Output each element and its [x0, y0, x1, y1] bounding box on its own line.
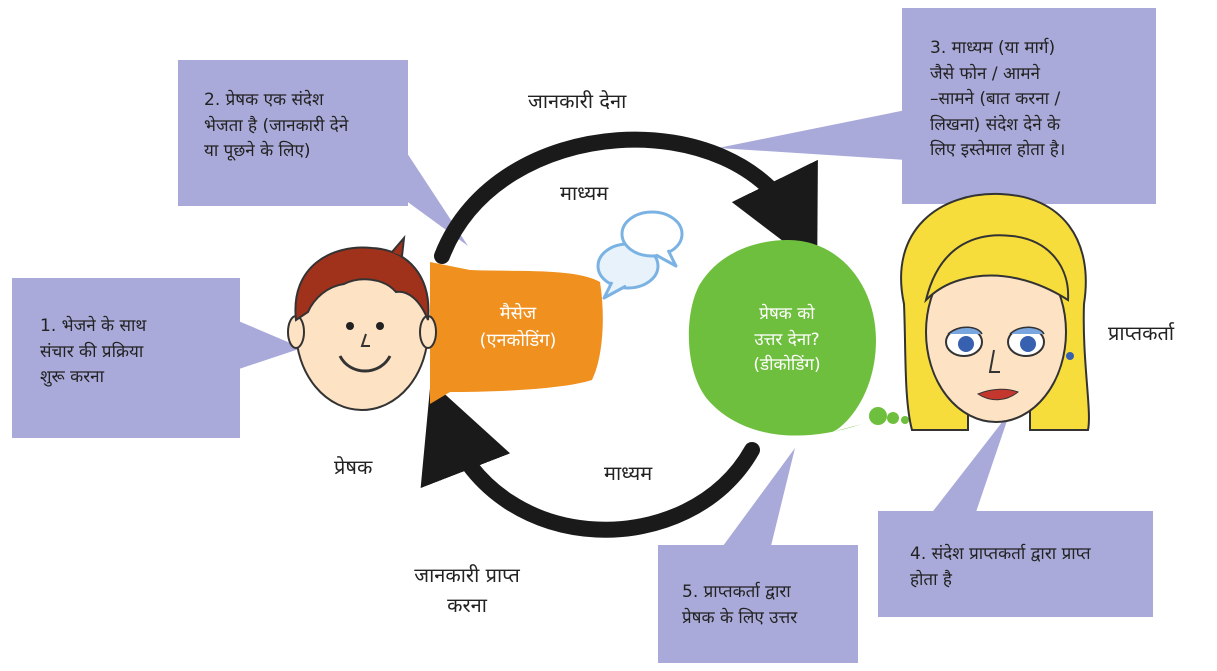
callout-step1-line: 1. भेजने के साथ	[40, 316, 147, 336]
receiver-label: प्राप्तकर्ता	[1108, 321, 1175, 345]
callout-step2-text: 2. प्रेषक एक संदेश भेजता है (जानकारी देन…	[204, 88, 348, 165]
give-info-label: जानकारी देना	[528, 89, 627, 113]
receive-info-line: जानकारी प्राप्त	[414, 563, 520, 587]
callout-step3-line: 3. माध्यम (या मार्ग)	[930, 38, 1056, 58]
receive-info-arrow	[420, 381, 760, 538]
encoding-bubble	[430, 262, 603, 404]
callout-step1-text: 1. भेजने के साथ संचार की प्रक्रिया शुरू …	[40, 314, 146, 391]
sender-label: प्रेषक	[334, 455, 373, 479]
callout-step5	[658, 448, 858, 663]
decoding-bubble-text: प्रेषक को उत्तर देना? (डीकोडिंग)	[712, 302, 862, 379]
receive-info-line: करना	[447, 593, 487, 617]
callout-step4-text: 4. संदेश प्राप्तकर्ता द्वारा प्राप्त होत…	[910, 542, 1091, 593]
callout-step3-line: जैसे फोन / आमने	[930, 63, 1040, 84]
callout-step3	[718, 8, 1156, 204]
give-info-arrow	[434, 131, 818, 268]
encoding-bubble-text: मैसेज (एनकोडिंग)	[448, 300, 588, 354]
callout-step4-line: 4. संदेश प्राप्तकर्ता द्वारा प्राप्त	[910, 544, 1091, 564]
boy-face-icon	[287, 234, 437, 411]
receive-info-label: जानकारी प्राप्त करना	[372, 560, 562, 620]
decoding-line: उत्तर देना?	[754, 329, 820, 350]
encoding-line: (एनकोडिंग)	[479, 330, 557, 351]
encoding-line: मैसेज	[499, 303, 537, 324]
callout-step5-line: 5. प्राप्तकर्ता द्वारा	[682, 582, 791, 602]
callout-step2-line: भेजता है (जानकारी देने	[204, 115, 349, 136]
callout-step2	[178, 60, 468, 246]
decoding-line: प्रेषक को	[759, 304, 815, 324]
girl-face-icon	[900, 192, 1090, 431]
decoding-line: (डीकोडिंग)	[753, 355, 821, 375]
callout-step1-line: संचार की प्रक्रिया	[40, 341, 144, 362]
callout-step2-line: या पूछने के लिए)	[204, 141, 311, 161]
decoding-bubble	[688, 240, 909, 436]
medium-bottom-label: माध्यम	[604, 461, 653, 485]
callout-step5-text: 5. प्राप्तकर्ता द्वारा प्रेषक के लिए उत्…	[682, 580, 797, 631]
callout-step3-text: 3. माध्यम (या मार्ग) जैसे फोन / आमने –सा…	[930, 36, 1065, 164]
callout-step2-line: 2. प्रेषक एक संदेश	[204, 90, 324, 110]
callout-step3-line: लिखना) संदेश देने के	[930, 114, 1061, 135]
callout-step4	[878, 412, 1153, 617]
callout-step1	[12, 278, 302, 438]
callout-step3-line: –सामने (बात करना /	[930, 89, 1061, 109]
chat-bubbles-icon	[596, 210, 684, 300]
callout-step5-line: प्रेषक के लिए उत्तर	[682, 607, 798, 628]
callout-step3-line: लिए इस्तेमाल होता है।	[930, 140, 1066, 160]
callout-step1-line: शुरू करना	[40, 367, 105, 387]
medium-top-label: माध्यम	[560, 181, 609, 205]
callout-step4-line: होता है	[910, 569, 952, 590]
